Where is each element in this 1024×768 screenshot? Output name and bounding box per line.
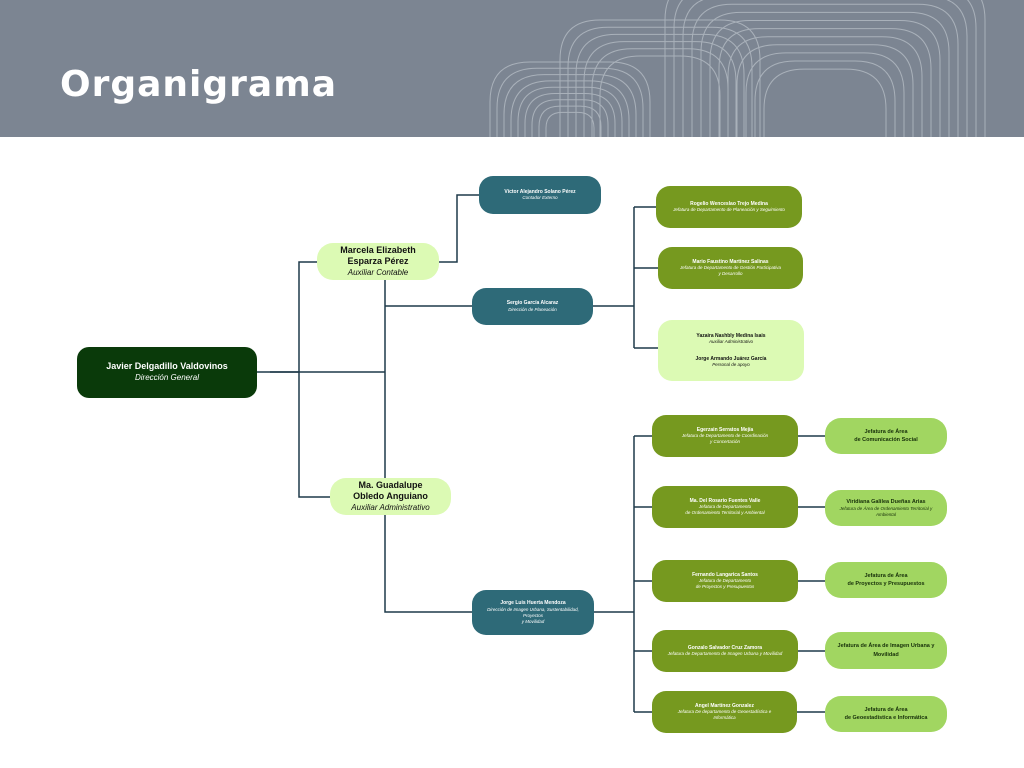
node-direccion-imagen-urbana: Jorge Luis Huerta Mendoza Dirección de I…	[472, 590, 594, 635]
node-jefatura-imagen-movilidad: Gonzalo Salvador Cruz Zamora Jefatura de…	[652, 630, 798, 672]
node-name: Jefatura de Área de Comunicación Social	[854, 428, 918, 443]
node-name: Víctor Alejandro Solano Pérez	[504, 188, 576, 195]
node-role: Jefatura de Departamento de Proyectos y …	[695, 578, 755, 590]
node-role: Dirección de Planeación	[508, 306, 557, 312]
node-role: Jefatura de Departamento de Ordenamiento…	[685, 504, 765, 516]
node-area-geoestadistica: Jefatura de Área de Geoestadística e Inf…	[825, 696, 947, 732]
node-jefatura-coordinacion: Egerzain Serratos Mejía Jefatura de Depa…	[652, 415, 798, 457]
page-title: Organigrama	[60, 64, 338, 105]
node-area-comunicacion-social: Jefatura de Área de Comunicación Social	[825, 418, 947, 454]
node-area-proyectos: Jefatura de Área de Proyectos y Presupue…	[825, 562, 947, 598]
node-jefatura-proyectos: Fernando Langarica Santos Jefatura de De…	[652, 560, 798, 602]
node-name: Angel Martínez Gonzalez	[695, 702, 754, 709]
node-jefatura-ordenamiento: Ma. Del Rosario Fuentes Valle Jefatura d…	[652, 486, 798, 528]
node-name: Viridiana Galilea Dueñas Arias	[846, 498, 926, 505]
node-name: Yazaira Nashbly Medina Isais	[696, 332, 766, 339]
decorative-arc-lines	[489, 0, 986, 137]
node-role: Dirección de Imagen Urbana, Sustentabili…	[487, 606, 579, 624]
node-role: Jefatura de Departamento de Imagen Urban…	[667, 651, 783, 657]
node-role: Jefatura de Departamento de Coordinación…	[681, 433, 769, 445]
node-name: Ma. Del Rosario Fuentes Valle	[689, 497, 761, 504]
node-name: Javier Delgadillo Valdovinos	[106, 361, 228, 372]
node-planeacion-staff: Yazaira Nashbly Medina Isais Auxiliar Ad…	[658, 320, 804, 381]
node-jefatura-gestion-participativa: Mario Faustino Martínez Salinas Jefatura…	[658, 247, 803, 289]
node-direccion-general: Javier Delgadillo Valdovinos Dirección G…	[77, 347, 257, 398]
node-role: Jefatura de Departamento de Planeación y…	[673, 207, 785, 213]
node-name: Jefatura de Área de Geoestadística e Inf…	[844, 706, 928, 721]
node-name: Sergio García Alcaraz	[506, 300, 559, 307]
node-direccion-planeacion: Sergio García Alcaraz Dirección de Plane…	[472, 288, 593, 325]
connector-imagen-bracket	[594, 435, 652, 713]
node-role: Auxiliar Administrativo	[708, 339, 754, 345]
node-role: Jefatura de Departamento de Gestión Part…	[679, 265, 782, 277]
node-auxiliar-administrativo: Ma. Guadalupe Obledo Anguiano Auxiliar A…	[330, 478, 451, 515]
node-name: Jorge Armando Juárez García	[695, 355, 767, 362]
connector-planeacion-bracket	[593, 206, 658, 349]
node-name: Mario Faustino Martínez Salinas	[692, 258, 769, 265]
header-banner: Organigrama	[0, 0, 1024, 137]
connector-aux-contable-contador	[439, 194, 479, 263]
connector-center-trunk	[384, 280, 472, 613]
node-auxiliar-contable: Marcela Elizabeth Esparza Pérez Auxiliar…	[317, 243, 439, 280]
node-name: Ma. Guadalupe Obledo Anguiano	[353, 479, 428, 502]
node-name: Egerzain Serratos Mejía	[696, 426, 754, 433]
node-role: Jefatura de Área de Ordenamiento Territo…	[839, 505, 933, 518]
node-role: Contador Externo	[522, 195, 558, 201]
node-role: Auxiliar Contable	[347, 268, 409, 277]
node-name: Gonzalo Salvador Cruz Zamora	[687, 644, 763, 651]
connector-left-bracket	[298, 261, 330, 498]
node-jefatura-geoestadistica: Angel Martínez Gonzalez Jefatura De depa…	[652, 691, 797, 733]
node-area-imagen-movilidad: Jefatura de Área de Imagen Urbana y Movi…	[825, 632, 947, 669]
node-name: Jorge Luis Huerta Mendoza	[500, 600, 566, 607]
node-name: Jefatura de Área de Proyectos y Presupue…	[847, 572, 925, 587]
node-role: Personal de apoyo	[712, 362, 750, 368]
node-name: Jefatura de Área de Imagen Urbana y Movi…	[837, 643, 935, 658]
node-name: Fernando Langarica Santos	[692, 571, 758, 578]
node-name: Marcela Elizabeth Esparza Pérez	[340, 244, 416, 267]
node-contador-externo: Víctor Alejandro Solano Pérez Contador E…	[479, 176, 601, 214]
node-role: Dirección General	[134, 373, 200, 383]
node-role: Jefatura De departamento de Geoestadísti…	[677, 709, 772, 721]
node-area-ordenamiento: Viridiana Galilea Dueñas Arias Jefatura …	[825, 490, 947, 526]
node-jefatura-planeacion-seguimiento: Rogelio Wenceslao Trejo Medina Jefatura …	[656, 186, 802, 228]
node-name: Rogelio Wenceslao Trejo Medina	[690, 200, 768, 207]
node-role: Auxiliar Administrativo	[351, 503, 430, 512]
